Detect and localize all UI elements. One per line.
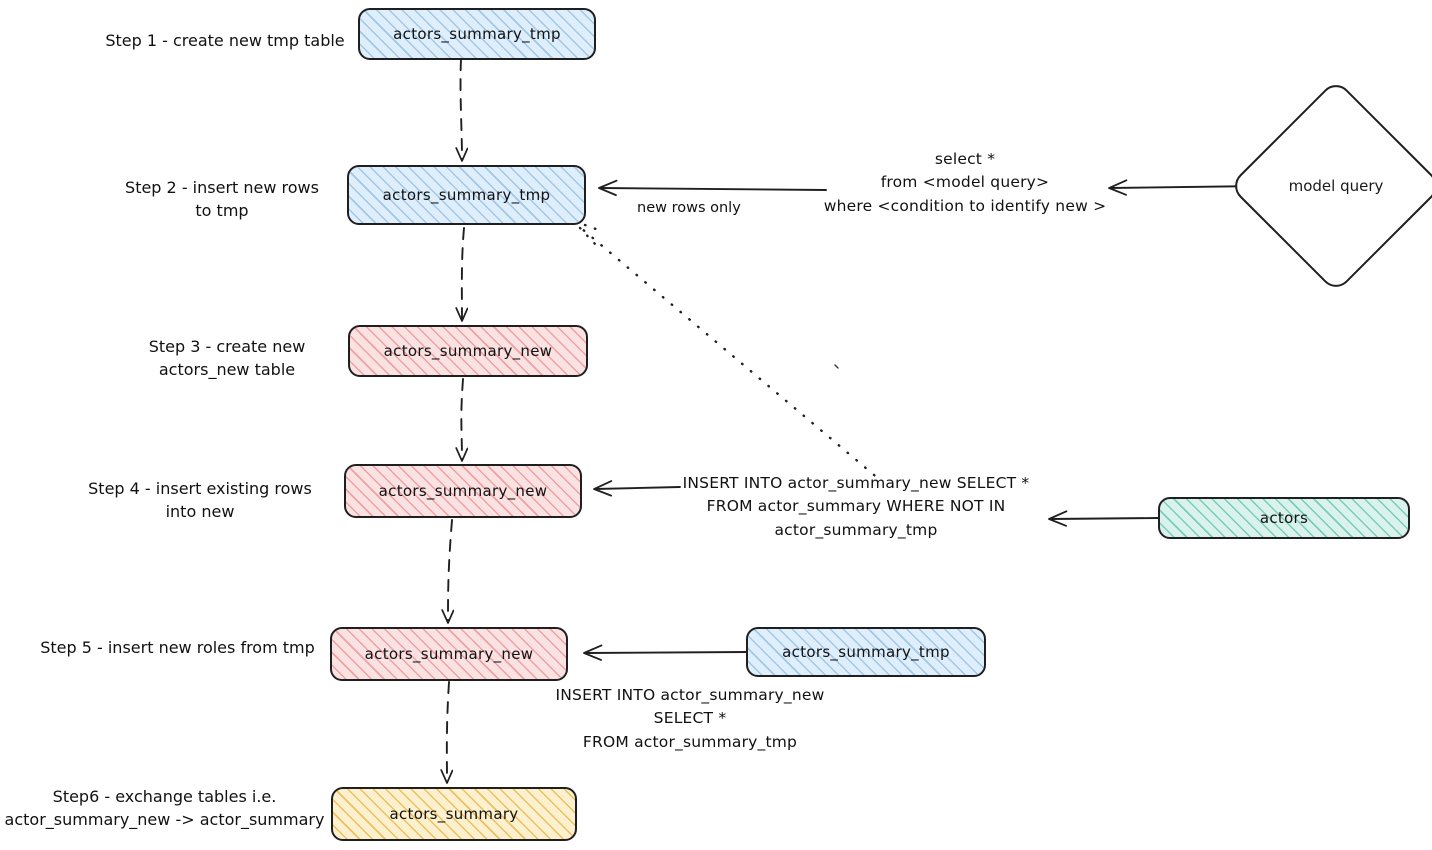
node-step6-actors-summary[interactable]: actors_summary — [331, 787, 577, 841]
node-tmp-source[interactable]: actors_summary_tmp — [746, 627, 986, 677]
edge-step1-to-step2 — [461, 58, 462, 160]
edge-actors-to-step4-note — [1048, 510, 1159, 527]
node-step2-actors-summary-tmp[interactable]: actors_summary_tmp — [347, 165, 586, 225]
edge-step4-note-to-step4 — [593, 480, 681, 497]
node-step4-actors-summary-new[interactable]: actors_summary_new — [344, 464, 582, 518]
node-label: actors_summary_new — [383, 342, 553, 360]
node-label: actors — [1259, 509, 1309, 527]
edge-step2-to-step3 — [462, 227, 464, 320]
node-actors-source[interactable]: actors — [1158, 497, 1410, 539]
step6-caption: Step6 - exchange tables i.e. actor_summa… — [4, 787, 325, 830]
node-step5-actors-summary-new[interactable]: actors_summary_new — [330, 627, 568, 681]
node-label: actors_summary_tmp — [782, 643, 950, 661]
node-label: actors_summary_new — [364, 645, 534, 663]
node-label: actors_summary — [389, 805, 519, 823]
step4-caption: Step 4 - insert existing rows into new — [88, 479, 312, 522]
sql-note-insert-existing: INSERT INTO actor_summary_new SELECT * F… — [682, 474, 1030, 539]
edge-step4-to-step5 — [448, 519, 452, 622]
step3-caption: Step 3 - create new actors_new table — [148, 337, 306, 380]
node-label: actors_summary_tmp — [382, 186, 551, 204]
sql-note-insert-from-tmp: INSERT INTO actor_summary_new SELECT * F… — [555, 686, 825, 751]
node-label: model query — [1288, 177, 1384, 195]
edge-label-new-rows-only: new rows only — [637, 200, 741, 216]
edge-tmp-to-step5 — [583, 644, 749, 661]
step1-caption: Step 1 - create new tmp table — [105, 31, 345, 50]
node-step1-actors-summary-tmp[interactable]: actors_summary_tmp — [358, 8, 596, 60]
step2-caption: Step 2 - insert new rows to tmp — [125, 178, 319, 221]
edge-step5-to-step6 — [447, 681, 449, 782]
edge-step2-dotted-to-step4-note — [573, 221, 882, 482]
node-model-query[interactable]: model query — [1228, 78, 1432, 294]
node-label: actors_summary_new — [378, 482, 548, 500]
stray-mark — [834, 364, 839, 369]
sql-note-model-query: select * from <model query> where <condi… — [823, 150, 1107, 215]
node-step3-actors-summary-new[interactable]: actors_summary_new — [348, 325, 588, 377]
edge-step3-to-step4 — [461, 378, 463, 460]
node-label: actors_summary_tmp — [393, 25, 561, 43]
step5-caption: Step 5 - insert new roles from tmp — [40, 638, 315, 657]
